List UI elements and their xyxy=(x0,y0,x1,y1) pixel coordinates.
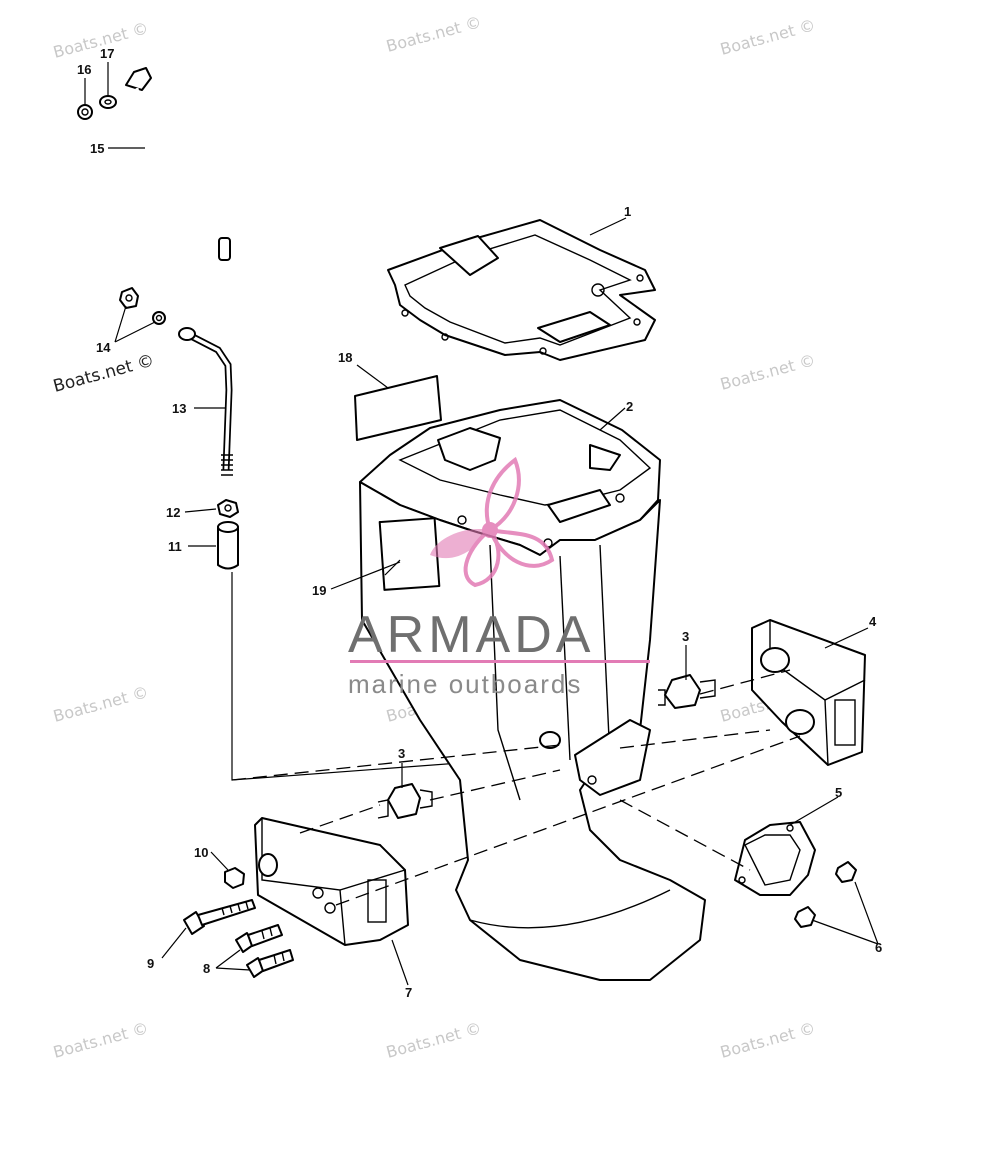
callout-12: 12 xyxy=(166,505,180,520)
part-1-gasket xyxy=(387,219,656,361)
callout-labels: 1 2 3 3 4 5 6 7 8 9 10 11 12 13 14 15 16… xyxy=(77,46,882,1000)
callout-14: 14 xyxy=(96,340,111,355)
callout-1: 1 xyxy=(624,204,631,219)
part-17-washer xyxy=(99,95,117,109)
watermark: Boats.net © xyxy=(718,350,817,394)
part-11-coupler xyxy=(217,521,239,570)
watermark: Boats.net © xyxy=(51,682,150,726)
callout-19: 19 xyxy=(312,583,326,598)
watermark: Boats.net © xyxy=(718,1018,817,1062)
callout-4: 4 xyxy=(869,614,877,629)
brand-underline xyxy=(350,660,650,663)
callout-9: 9 xyxy=(147,956,154,971)
callout-2: 2 xyxy=(626,399,633,414)
callout-3: 3 xyxy=(682,629,689,644)
alignment-lines xyxy=(231,669,801,906)
propeller-logo-icon xyxy=(430,456,555,588)
callout-8: 8 xyxy=(203,961,210,976)
callout-7: 7 xyxy=(405,985,412,1000)
part-3-mount-lower xyxy=(377,783,433,819)
brand-tagline: marine outboards xyxy=(348,669,582,699)
watermark: Boats.net © xyxy=(384,12,483,56)
part-18-decal xyxy=(354,375,442,441)
armada-logo: ARMADA marine outboards xyxy=(348,456,650,699)
callout-5: 5 xyxy=(835,785,842,800)
callout-3: 3 xyxy=(398,746,405,761)
callout-10: 10 xyxy=(194,845,208,860)
part-14-nuts xyxy=(119,287,166,325)
callout-6: 6 xyxy=(875,940,882,955)
part-16-nut xyxy=(77,104,93,120)
watermark: Boats.net © xyxy=(384,1018,483,1062)
part-15-rod xyxy=(125,67,231,261)
watermark-dark: Boats.net © xyxy=(51,351,156,397)
callout-18: 18 xyxy=(338,350,352,365)
part-13-rod xyxy=(178,327,233,476)
part-9-bolt xyxy=(183,899,256,935)
callout-13: 13 xyxy=(172,401,186,416)
part-8-bolts xyxy=(235,924,294,978)
part-2-housing xyxy=(359,399,706,981)
leader-lines xyxy=(84,62,879,986)
watermark: Boats.net © xyxy=(51,1018,150,1062)
part-12-nut xyxy=(217,499,239,518)
callout-15: 15 xyxy=(90,141,104,156)
part-3-mount-upper xyxy=(658,674,716,709)
part-4-bracket xyxy=(751,619,866,766)
callout-11: 11 xyxy=(168,539,182,554)
callout-16: 16 xyxy=(77,62,91,77)
callout-17: 17 xyxy=(100,46,114,61)
part-5-cover xyxy=(734,821,816,896)
brand-name: ARMADA xyxy=(348,606,594,664)
part-6-screws xyxy=(794,861,857,928)
watermark: Boats.net © xyxy=(718,15,817,59)
part-10-nut xyxy=(224,867,245,889)
part-7-bracket xyxy=(254,817,409,946)
